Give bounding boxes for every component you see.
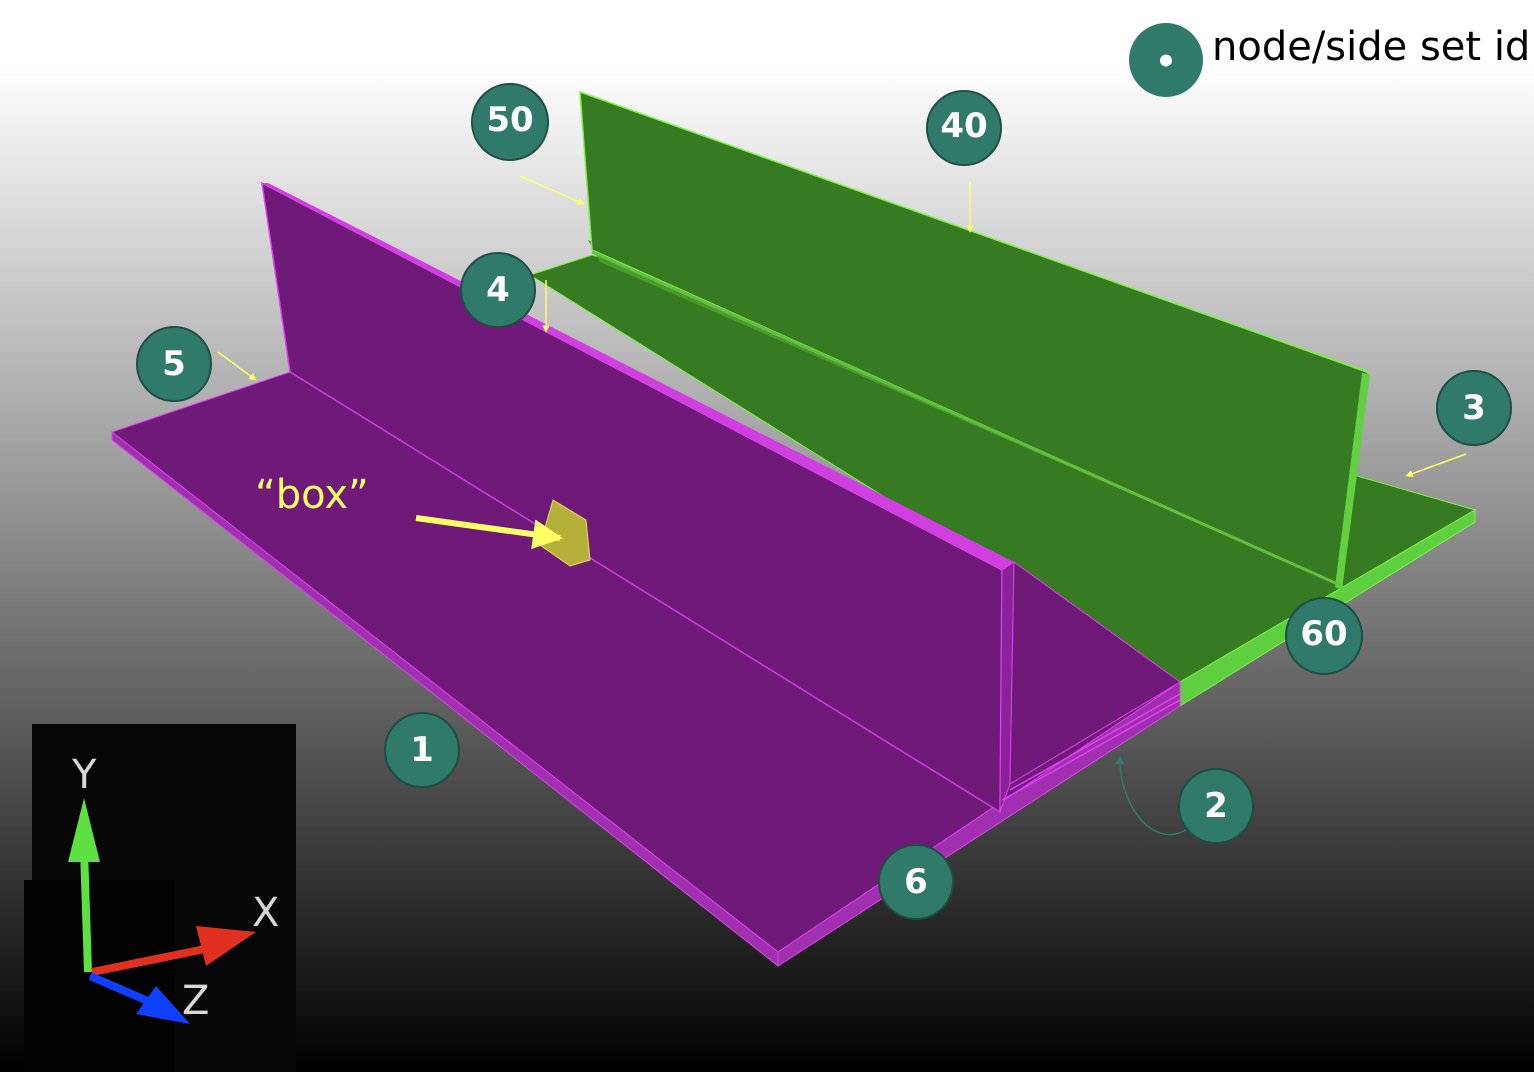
badge-circle	[1285, 597, 1363, 675]
set-id-badge-4[interactable]: 4	[460, 252, 536, 328]
legend-dot: •	[1155, 42, 1177, 82]
purple-flange-line	[1009, 693, 1181, 791]
set-id-badge-50[interactable]: 50	[471, 83, 549, 161]
arrow-50	[519, 175, 585, 205]
arrow-2	[1115, 755, 1187, 836]
purple-part[interactable]	[110, 181, 1182, 968]
z-axis-label: Z	[182, 978, 209, 1024]
set-id-label: 50	[486, 100, 533, 140]
set-id-badge-5[interactable]: 5	[136, 326, 212, 402]
x-axis-arrowhead	[196, 926, 256, 966]
set-id-label: 40	[940, 106, 987, 146]
set-id-label: 2	[1204, 786, 1228, 826]
set-id-label: 6	[904, 862, 928, 902]
set-id-label: 1	[410, 730, 434, 770]
badge-circle	[1436, 370, 1512, 446]
green-fillet-line	[591, 250, 1341, 587]
purple-flange-inner	[1009, 561, 1181, 785]
z-axis-shaft	[88, 972, 152, 1006]
z-axis-arrowhead	[136, 986, 190, 1024]
badge-circle	[1178, 768, 1254, 844]
badge-circle	[460, 252, 536, 328]
y-axis-shaft	[80, 849, 92, 973]
set-id-badge-6[interactable]: 6	[878, 844, 954, 920]
legend-badge-icon	[1129, 23, 1203, 97]
set-id-badge-2[interactable]: 2	[1178, 768, 1254, 844]
badge-circle	[878, 844, 954, 920]
set-id-label: 60	[1300, 614, 1347, 654]
x-axis-label: X	[252, 890, 279, 936]
x-axis-shaft	[91, 944, 211, 976]
badge-circle	[471, 83, 549, 161]
arrow-5	[217, 351, 257, 381]
badge-circle	[136, 326, 212, 402]
set-id-badge-3[interactable]: 3	[1436, 370, 1512, 446]
legend: • node/side set id	[1129, 23, 1530, 97]
badge-circle	[926, 90, 1002, 166]
green-web-end	[1335, 373, 1370, 590]
set-id-label: 5	[162, 344, 186, 384]
badge-circle	[384, 712, 460, 788]
arrow-3	[1405, 453, 1467, 478]
purple-centerline	[289, 371, 1001, 813]
set-id-badge-40[interactable]: 40	[926, 90, 1002, 166]
y-axis-arrowhead	[68, 798, 100, 862]
y-axis-label: Y	[71, 752, 97, 798]
set-id-badge-60[interactable]: 60	[1285, 597, 1363, 675]
legend-label: node/side set id	[1212, 24, 1530, 70]
purple-flange-line-2	[1001, 699, 1181, 801]
set-id-label: 4	[486, 270, 510, 310]
axis-triad: Y X Z	[24, 724, 296, 1072]
set-id-badge-1[interactable]: 1	[384, 712, 460, 788]
purple-web-top	[262, 183, 1014, 570]
purple-flange-end	[777, 681, 1181, 967]
set-id-label: 3	[1462, 388, 1486, 428]
box-label: “box”	[255, 472, 369, 518]
box-arrow	[415, 515, 563, 550]
